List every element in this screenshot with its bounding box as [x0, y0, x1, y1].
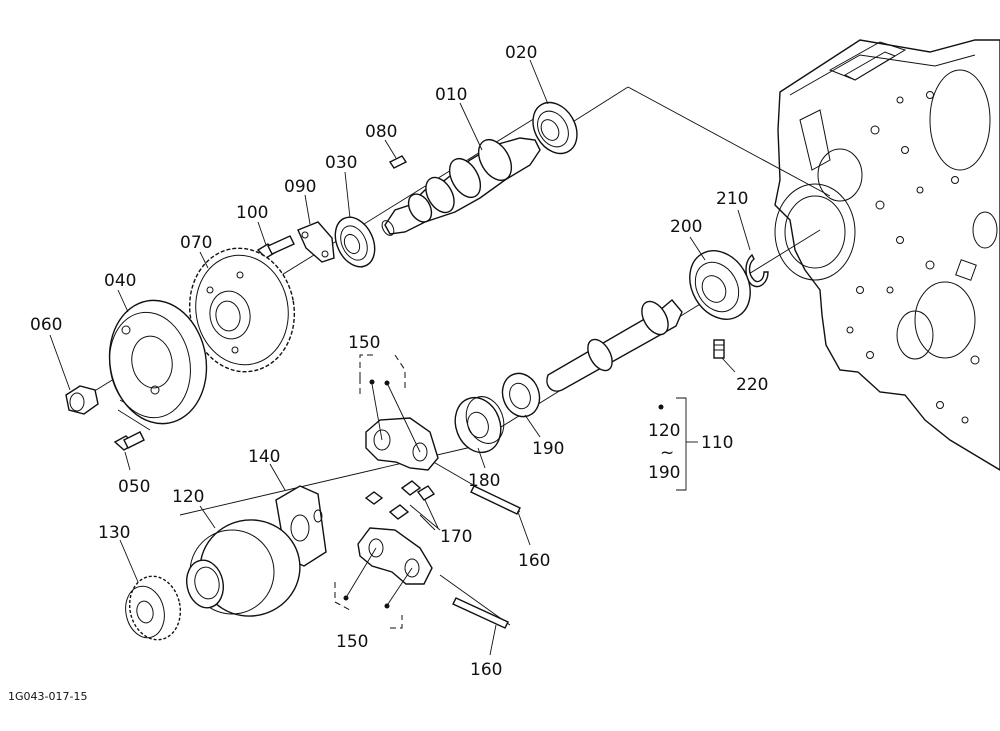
- label-120-left: 120: [172, 487, 204, 507]
- part-150-upper-holder: [359, 354, 439, 471]
- reference-code: 1G043-017-15: [8, 690, 87, 703]
- label-210: 210: [716, 189, 748, 209]
- part-070-cam-gear: [188, 247, 296, 373]
- part-040-flange: [108, 299, 208, 425]
- part-120-governor-weight: [185, 519, 301, 617]
- part-080-key: [388, 155, 408, 169]
- part-220-screw: [713, 339, 725, 359]
- leader-lines: [49, 59, 751, 656]
- label-200: 200: [670, 217, 702, 237]
- label-120-range: 120: [648, 421, 680, 441]
- part-governor-shaft: [546, 299, 683, 392]
- part-060-nut: [65, 385, 99, 415]
- label-030: 030: [325, 153, 357, 173]
- engine-block: [774, 39, 1000, 471]
- label-180: 180: [468, 471, 500, 491]
- part-090-thrust-plate: [297, 221, 335, 263]
- part-150-lower-holder: [334, 527, 433, 629]
- label-150-lower: 150: [336, 632, 368, 652]
- part-labels: 020 010 080 030 090 100 070 040 060 050 …: [8, 43, 768, 703]
- label-020: 020: [505, 43, 537, 63]
- label-050: 050: [118, 477, 150, 497]
- part-050-bolt: [113, 431, 145, 451]
- label-010: 010: [435, 85, 467, 105]
- label-190-washer: 190: [532, 439, 564, 459]
- part-020-bearing: [532, 101, 578, 155]
- part-160-pin-lower: [452, 597, 509, 629]
- label-220: 220: [736, 375, 768, 395]
- label-160-lower: 160: [470, 660, 502, 680]
- part-170-bolts: [364, 480, 441, 531]
- label-140: 140: [248, 447, 280, 467]
- label-150-upper: 150: [348, 333, 380, 353]
- part-200-bearing: [689, 250, 751, 320]
- part-030-bearing: [334, 216, 376, 268]
- label-170: 170: [440, 527, 472, 547]
- label-080: 080: [365, 122, 397, 142]
- label-070: 070: [180, 233, 212, 253]
- part-190-washer: [501, 372, 541, 418]
- label-100: 100: [236, 203, 268, 223]
- label-040: 040: [104, 271, 136, 291]
- part-160-pin-upper: [470, 485, 521, 515]
- label-190-range: 190: [648, 463, 680, 483]
- label-090: 090: [284, 177, 316, 197]
- part-180-sleeve: [454, 396, 505, 454]
- label-tilde: ~: [660, 443, 674, 463]
- bracket-110-group: [658, 397, 698, 491]
- label-060: 060: [30, 315, 62, 335]
- part-010-camshaft: [381, 137, 541, 236]
- part-130-gear: [125, 575, 182, 641]
- label-110: 110: [701, 433, 733, 453]
- label-160-upper: 160: [518, 551, 550, 571]
- label-130: 130: [98, 523, 130, 543]
